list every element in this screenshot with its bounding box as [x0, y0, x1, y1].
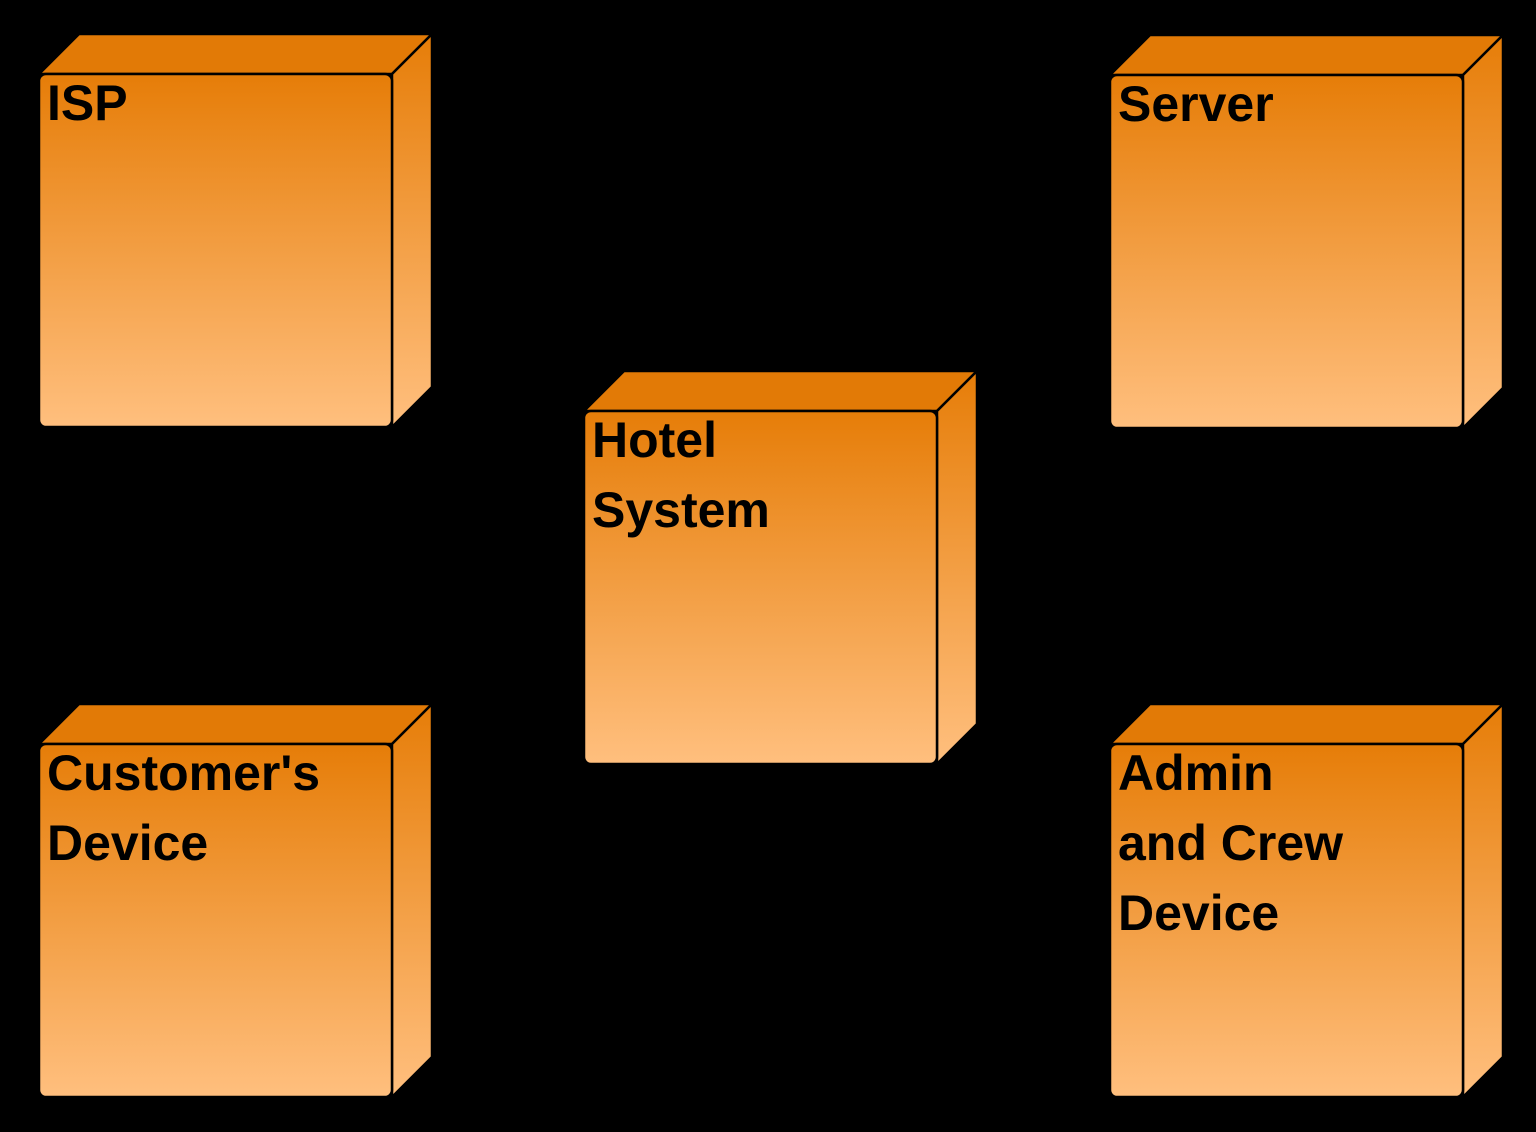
cube-shape — [37, 32, 434, 429]
cube-front-face — [1108, 742, 1465, 1099]
node-label-line: and Crew — [1118, 815, 1344, 871]
node-label-line: Device — [1118, 885, 1280, 941]
node-hotel-system: Hotel System — [582, 369, 979, 766]
node-isp: ISP — [37, 32, 434, 429]
cube-side-face — [1461, 33, 1505, 430]
node-label-line: Server — [1118, 76, 1274, 132]
cube-shape — [1108, 702, 1505, 1099]
node-label-line: ISP — [47, 75, 128, 131]
node-admin-crew-device-label: Admin and Crew Device — [1118, 738, 1343, 948]
cube-side-face — [390, 32, 434, 429]
node-label-line: Hotel — [592, 412, 717, 468]
node-customers-device: Customer's Device — [37, 702, 434, 1099]
node-server-label: Server — [1118, 69, 1274, 139]
cube-shape — [37, 702, 434, 1099]
node-customers-device-label: Customer's Device — [47, 738, 320, 878]
cube-side-face — [1461, 702, 1505, 1099]
node-label-line: Device — [47, 815, 209, 871]
node-label-line: Admin — [1118, 745, 1274, 801]
cube-shape — [1108, 33, 1505, 430]
cube-front-face — [37, 72, 394, 429]
node-label-line: Customer's — [47, 745, 321, 801]
cube-front-face — [582, 409, 939, 766]
node-admin-crew-device: Admin and Crew Device — [1108, 702, 1505, 1099]
cube-side-face — [935, 369, 979, 766]
node-hotel-system-label: Hotel System — [592, 405, 770, 545]
node-server: Server — [1108, 33, 1505, 430]
node-label-line: System — [592, 482, 770, 538]
cube-shape — [582, 369, 979, 766]
cube-front-face — [37, 742, 394, 1099]
node-isp-label: ISP — [47, 68, 128, 138]
cube-side-face — [390, 702, 434, 1099]
cube-front-face — [1108, 73, 1465, 430]
